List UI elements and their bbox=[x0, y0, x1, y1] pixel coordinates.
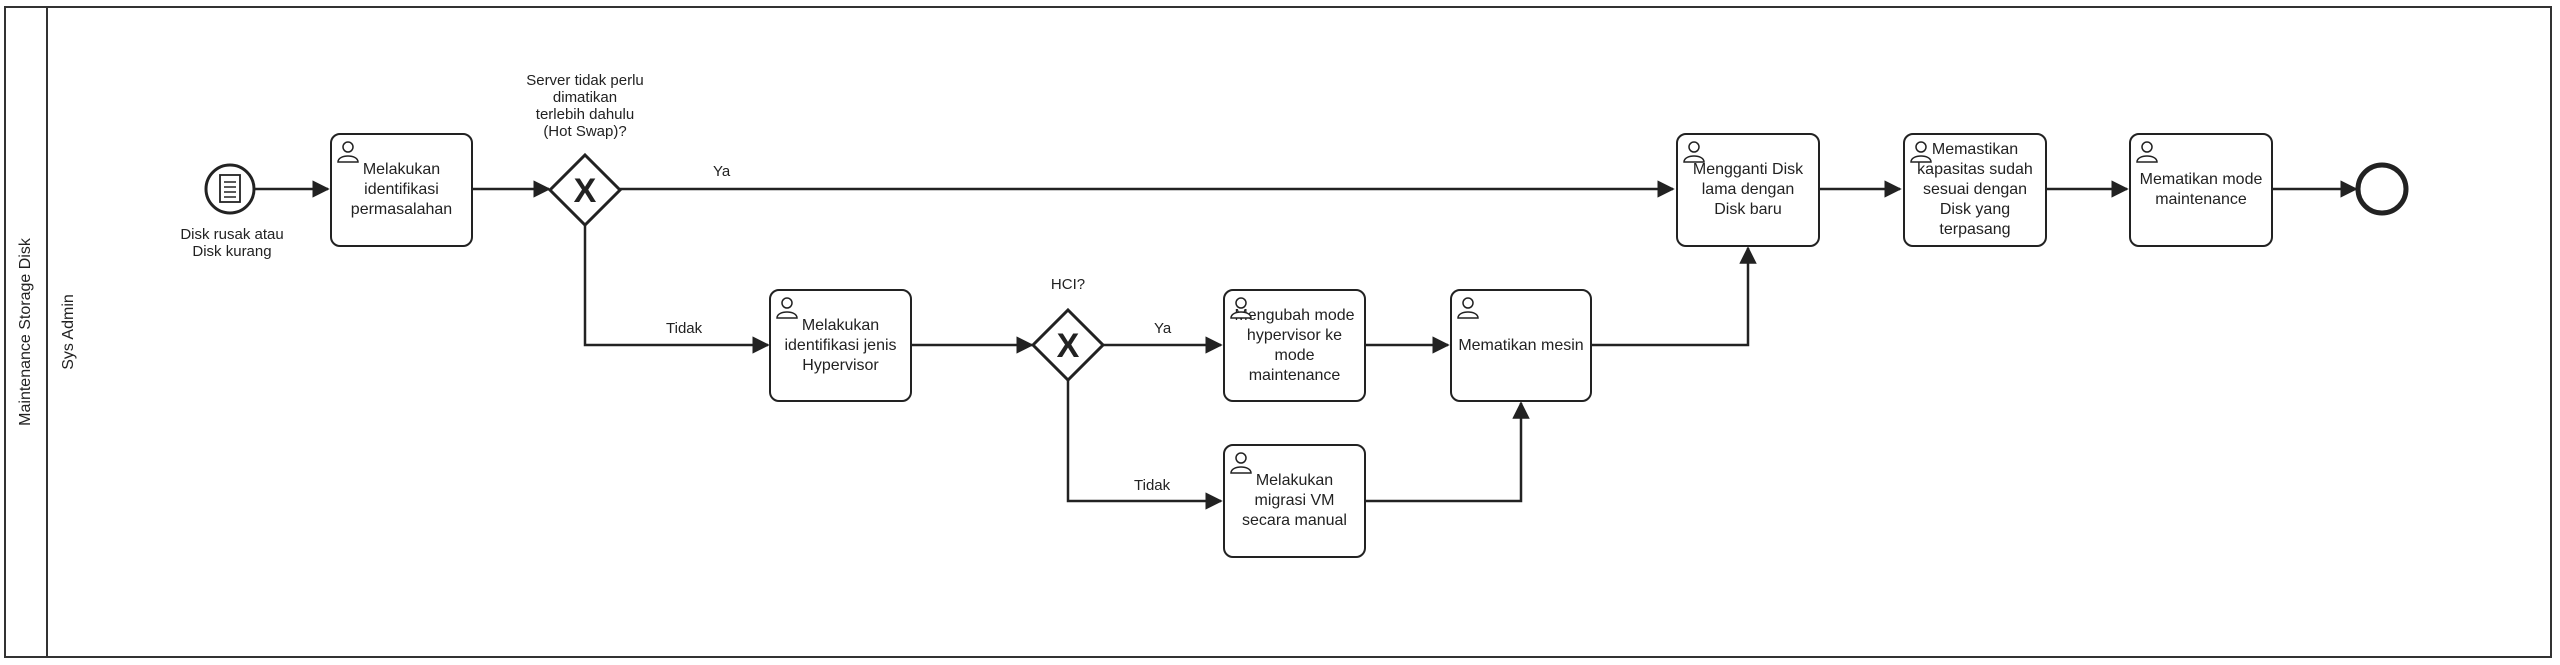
flow-t5-to-t6[interactable] bbox=[1592, 246, 1757, 347]
task-label: Mematikan mesin bbox=[1458, 336, 1584, 354]
gateway-marker-x: X bbox=[1057, 327, 1080, 365]
task-mode-maintenance[interactable]: Mengubah mode hypervisor ke mode mainten… bbox=[1223, 289, 1366, 402]
task-label: Melakukan identifikasi jenis Hypervisor bbox=[784, 316, 897, 374]
flow-t4-to-t5[interactable] bbox=[1366, 401, 1530, 503]
task-label: Melakukan migrasi VM secara manual bbox=[1242, 472, 1347, 529]
message-icon bbox=[219, 174, 241, 203]
task-mematikan-mesin[interactable]: Mematikan mesin bbox=[1450, 289, 1592, 402]
task-identifikasi-permasalahan[interactable]: Melakukan identifikasi permasalahan bbox=[330, 133, 473, 247]
user-icon bbox=[776, 297, 798, 319]
flow-label-g1-no: Tidak bbox=[666, 320, 703, 337]
task-identifikasi-hypervisor[interactable]: Melakukan identifikasi jenis Hypervisor bbox=[769, 289, 912, 402]
flow-label-g1-yes: Ya bbox=[713, 163, 731, 180]
task-label: Melakukan identifikasi permasalahan bbox=[350, 161, 453, 218]
lane-label: Sys Admin bbox=[60, 294, 77, 370]
task-mengganti-disk[interactable]: Mengganti Disk lama dengan Disk baru bbox=[1676, 133, 1820, 247]
gateway-hot-swap-label: Server tidak perlu dimatikan terlebih da… bbox=[526, 72, 644, 140]
user-icon bbox=[1230, 297, 1252, 319]
user-icon bbox=[1910, 141, 1932, 163]
gateway-marker-x: X bbox=[574, 172, 597, 210]
flow-label-g2-no: Tidak bbox=[1134, 477, 1171, 494]
pool-label: Maintenance Storage Disk bbox=[17, 238, 34, 426]
flow-label-g2-yes: Ya bbox=[1154, 320, 1172, 337]
flow-g2-no[interactable] bbox=[1066, 380, 1223, 510]
user-icon bbox=[2136, 141, 2158, 163]
flow-g1-no[interactable] bbox=[583, 225, 770, 354]
task-label: Mengganti Disk lama dengan Disk baru bbox=[1692, 161, 1804, 218]
task-memastikan-kapasitas[interactable]: Memastikan kapasitas sudah sesuai dengan… bbox=[1903, 133, 2047, 247]
task-label: Mengubah mode hypervisor ke mode mainten… bbox=[1234, 306, 1355, 384]
gateway-hot-swap[interactable]: X bbox=[547, 152, 623, 228]
task-mematikan-mode-maintenance[interactable]: Mematikan mode maintenance bbox=[2129, 133, 2273, 247]
user-icon bbox=[337, 141, 359, 163]
user-icon bbox=[1683, 141, 1705, 163]
task-migrasi-vm[interactable]: Melakukan migrasi VM secara manual bbox=[1223, 444, 1366, 558]
user-icon bbox=[1457, 297, 1479, 319]
task-label: Memastikan kapasitas sudah sesuai dengan… bbox=[1917, 141, 2033, 238]
pool bbox=[4, 6, 2552, 658]
task-label: Mematikan mode maintenance bbox=[2139, 171, 2263, 208]
start-event[interactable] bbox=[204, 163, 256, 215]
user-icon bbox=[1230, 452, 1252, 474]
pool-header: Maintenance Storage Disk bbox=[4, 6, 48, 658]
gateway-hci[interactable]: X bbox=[1030, 307, 1106, 383]
gateway-hci-label: HCI? bbox=[1050, 276, 1086, 293]
start-event-label: Disk rusak atau Disk kurang bbox=[180, 226, 284, 260]
end-event[interactable] bbox=[2355, 162, 2409, 216]
